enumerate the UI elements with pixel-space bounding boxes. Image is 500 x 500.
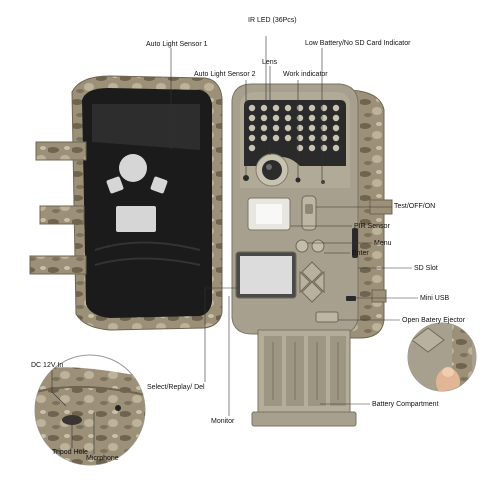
label-menu: Menu [374, 240, 392, 247]
label-battery-compartment: Battery Compartment [372, 401, 439, 408]
ir-led-bulb [272, 134, 280, 142]
ir-led-bulb [260, 124, 268, 132]
label-work-indicator: Work indicator [283, 71, 328, 78]
ir-led-bulb [332, 134, 340, 142]
zoom-bottom-detail [34, 354, 146, 466]
label-tripod-hole: Tripod Hole [52, 449, 88, 456]
ir-led-panel [244, 100, 346, 166]
ir-led-bulb [272, 124, 280, 132]
ir-led-bulb [248, 104, 256, 112]
label-lens: Lens [262, 59, 278, 66]
label-mini-usb: Mini USB [420, 295, 450, 302]
ir-led-bulb [320, 134, 328, 142]
ir-led-bulb [296, 104, 304, 112]
ir-led-bulb [320, 124, 328, 132]
ir-led-bulb [296, 114, 304, 122]
auto-light-sensor-2 [243, 175, 249, 181]
battery-tray [251, 329, 357, 427]
label-dc-12v-in: DC 12V In [31, 362, 64, 369]
ir-led-bulb [308, 104, 316, 112]
ir-led-bulb [332, 104, 340, 112]
label-enter: Enter [352, 250, 369, 257]
ir-led-bulb [320, 114, 328, 122]
direction-pad [299, 261, 325, 303]
ir-led-bulb [260, 104, 268, 112]
battery-ejector [315, 311, 339, 323]
ir-led-bulb [296, 134, 304, 142]
label-microphone: Micrphone [86, 455, 119, 462]
front-door [29, 75, 223, 331]
label-auto-light-sensor-2: Auto Light Sensor 2 [194, 71, 256, 78]
label-sd-slot: SD Slot [414, 265, 438, 272]
label-pir-sensor: PIR Sensor [354, 223, 390, 230]
ir-led-bulb [284, 114, 292, 122]
ir-led-bulb [308, 134, 316, 142]
ir-led-bulb [332, 144, 340, 152]
label-test-off-on: Test/OFF/ON [394, 203, 436, 210]
ir-led-bulb [296, 144, 304, 152]
label-select-replay-del: Select/Replay/ Del [147, 384, 205, 391]
mini-usb-port [346, 296, 356, 301]
label-ir-led: IR LED (36Pcs) [248, 17, 297, 24]
label-auto-light-sensor-1: Auto Light Sensor 1 [146, 41, 208, 48]
ir-led-bulb [248, 114, 256, 122]
ir-led-bulb [308, 144, 316, 152]
ir-led-bulb [296, 124, 304, 132]
menu-button [295, 239, 309, 253]
low-battery-led [321, 180, 325, 184]
label-monitor: Monitor [211, 418, 235, 425]
ir-led-bulb [248, 144, 256, 152]
work-indicator-led [295, 177, 301, 183]
ir-led-bulb [332, 114, 340, 122]
enter-button [311, 239, 325, 253]
ir-led-bulb [248, 124, 256, 132]
door-pir-window [116, 206, 156, 232]
ir-led-bulb [308, 114, 316, 122]
ir-led-bulb [248, 134, 256, 142]
ir-led-bulb [320, 104, 328, 112]
ir-led-bulb [260, 134, 268, 142]
zoom-ejector-detail [407, 322, 477, 392]
ir-led-bulb [284, 134, 292, 142]
label-open-battery-ejector: Open Batery Ejector [402, 317, 466, 324]
label-low-battery-indicator: Low Battery/No SD Card Indicator [305, 40, 411, 47]
ir-led-bulb [308, 124, 316, 132]
ir-led-bulb [272, 114, 280, 122]
ir-led-bulb [332, 124, 340, 132]
door-lens-window [119, 154, 147, 182]
leader-lines [51, 36, 418, 454]
ir-led-bulb [320, 144, 328, 152]
ir-led-bulb [284, 104, 292, 112]
lens [255, 153, 289, 187]
ir-led-bulb [272, 104, 280, 112]
ir-led-bulb [260, 114, 268, 122]
ir-led-bulb [284, 124, 292, 132]
